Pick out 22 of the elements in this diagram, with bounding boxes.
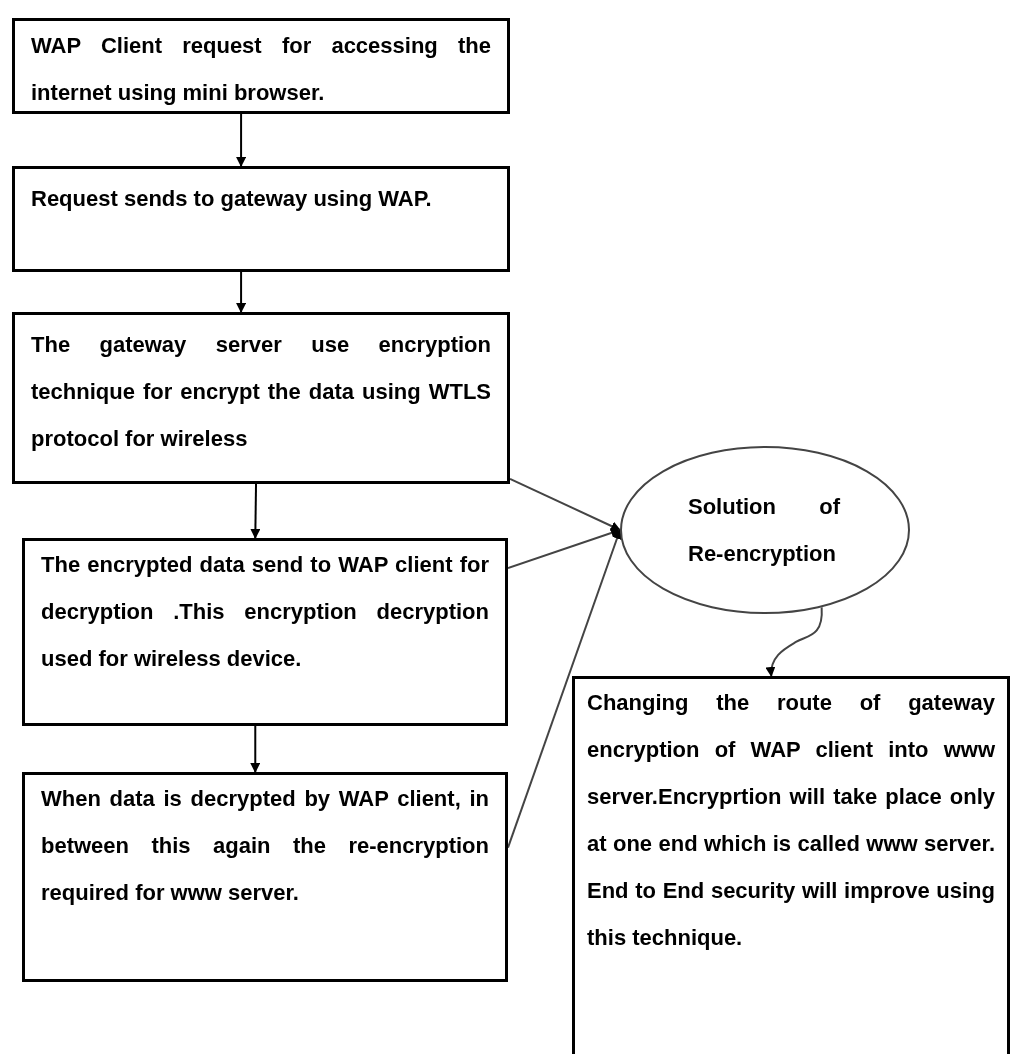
process-box	[12, 18, 510, 114]
arrow	[509, 477, 621, 531]
node-text: Changing the route of gateway encryption of WAP client into www server.Encryprtion will take place only at one end which is called www server. End to End security will improve using this technique.	[587, 689, 995, 952]
node-text: WAP Client request for accessing the internet using mini browser.	[31, 32, 491, 107]
node-text: Solution of Re-encryption	[688, 493, 840, 568]
process-box	[22, 538, 508, 726]
arrow	[507, 528, 621, 570]
arrow	[250, 725, 261, 773]
node-text: The gateway server use encryption technique for encrypt the data using WTLS protocol for wireless	[31, 331, 491, 453]
process-ellipse	[620, 446, 910, 614]
arrow	[236, 271, 247, 313]
arrow	[507, 529, 622, 849]
process-box	[22, 772, 508, 982]
process-box	[12, 166, 510, 272]
arrow	[766, 606, 823, 677]
process-box	[572, 676, 1010, 1054]
process-box	[12, 312, 510, 484]
arrow	[236, 113, 247, 167]
node-text: The encrypted data send to WAP client for decryption .This encryption decryption used for wireless device.	[41, 551, 489, 673]
node-text: Request sends to gateway using WAP.	[31, 185, 433, 213]
arrow	[250, 483, 261, 539]
node-text: When data is decrypted by WAP client, in between this again the re-encryption required for www server.	[41, 785, 489, 907]
